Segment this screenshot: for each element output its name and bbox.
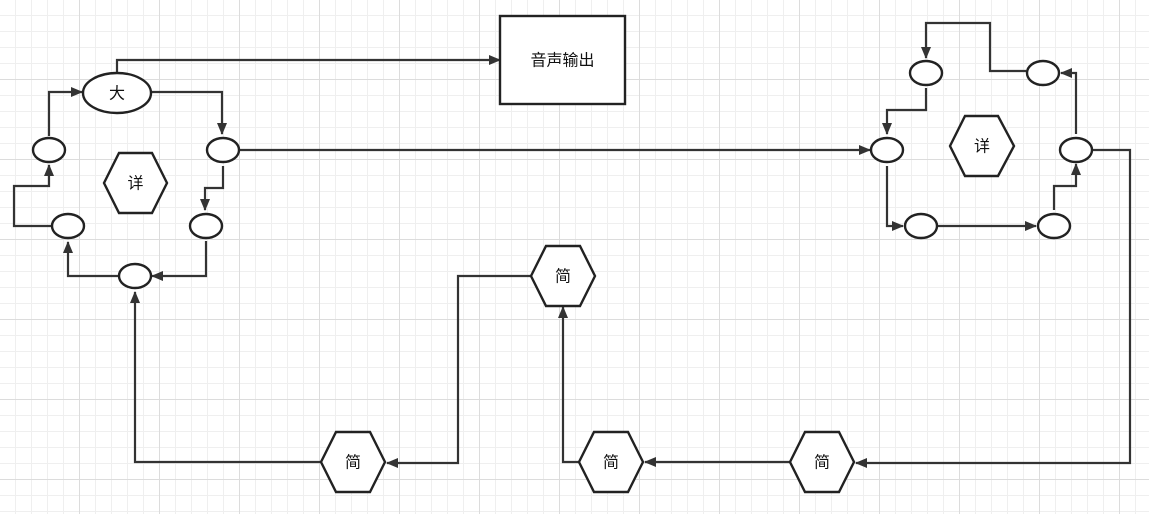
edge-l-bottom-to-l-mid-left: [63, 241, 119, 278]
simple-hexagon-bottom-left[interactable]: 简: [319, 430, 387, 494]
edge-big-to-output: [115, 55, 501, 73]
detail-hexagon-left-label: 详: [127, 174, 143, 193]
node-left-cycle-mid-left[interactable]: [50, 212, 86, 240]
node-left-cycle-bottom[interactable]: [117, 262, 153, 290]
simple-hexagon-bottom-middle[interactable]: 简: [577, 430, 645, 494]
node-right-cycle-top-left[interactable]: [908, 59, 944, 87]
edge-r-right-to-simple-bottom-right: [855, 148, 1132, 468]
edge-big-to-l-right: [152, 90, 227, 135]
edge-r-right-to-r-top-right: [1060, 68, 1078, 134]
edge-r-top-right-to-r-top-left: [921, 21, 1026, 73]
edges: [12, 21, 1132, 468]
edge-r-left-to-r-bottom-left: [885, 166, 904, 231]
output-box-label: 音声输出: [530, 51, 594, 70]
node-right-cycle-bottom-left[interactable]: [903, 212, 939, 240]
node-left-cycle-mid-right[interactable]: [188, 212, 224, 240]
edge-simple-center-to-simple-bottom-left: [386, 274, 531, 468]
simple-hexagon-center-label: 简: [555, 267, 571, 286]
output-box[interactable]: 音声输出: [498, 14, 627, 106]
node-right-cycle-right[interactable]: [1058, 136, 1094, 164]
node-left-cycle-right[interactable]: [205, 136, 241, 164]
edge-l-mid-left-to-l-left: [12, 164, 54, 228]
edge-l-right-to-l-mid-right: [200, 166, 225, 211]
node-right-cycle-bottom-right[interactable]: [1036, 212, 1072, 240]
simple-hexagon-center[interactable]: 简: [529, 244, 597, 308]
edge-r-top-left-to-r-left: [882, 88, 928, 135]
big-node-label: 大: [109, 84, 125, 103]
edge-l-mid-right-to-l-bottom: [151, 241, 208, 281]
node-right-cycle-top-right[interactable]: [1025, 59, 1061, 87]
edge-simple-bottom-left-to-l-bottom: [130, 291, 321, 464]
simple-hexagon-bottom-middle-label: 简: [603, 453, 619, 472]
big-node[interactable]: 大: [81, 71, 153, 115]
edge-l-left-to-big: [47, 87, 83, 136]
edge-simple-bottom-middle-to-simple-center: [558, 306, 579, 464]
node-right-cycle-left[interactable]: [869, 136, 905, 164]
detail-hexagon-right[interactable]: 详: [948, 114, 1016, 178]
detail-hexagon-left[interactable]: 详: [102, 151, 169, 215]
simple-hexagon-bottom-right-label: 简: [814, 453, 830, 472]
node-left-cycle-left[interactable]: [31, 136, 67, 164]
simple-hexagon-bottom-left-label: 简: [345, 453, 361, 472]
detail-hexagon-right-label: 详: [974, 137, 990, 156]
simple-hexagon-bottom-right[interactable]: 简: [788, 430, 856, 494]
edge-r-bottom-right-to-r-right: [1052, 163, 1081, 210]
